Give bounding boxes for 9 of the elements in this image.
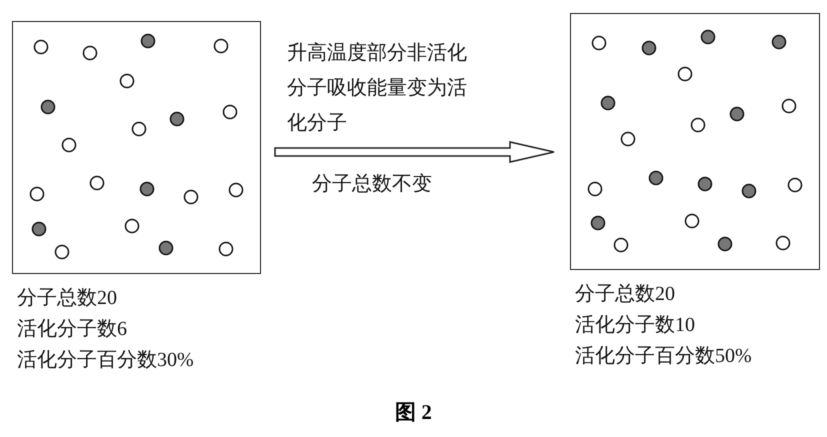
count-text: 活化分子数10 [575,313,696,338]
count-text: 活化分子百分数50% [575,344,752,369]
hollow-arrow [274,141,555,163]
count-text: 分子总数20 [575,282,676,307]
count-text: 活化分子数6 [17,317,128,342]
count-text: 分子总数20 [17,286,118,311]
figure-caption: 图 2 [394,399,433,426]
count-text: 活化分子百分数30% [17,348,194,373]
note-text: 分子总数不变 [312,172,432,197]
